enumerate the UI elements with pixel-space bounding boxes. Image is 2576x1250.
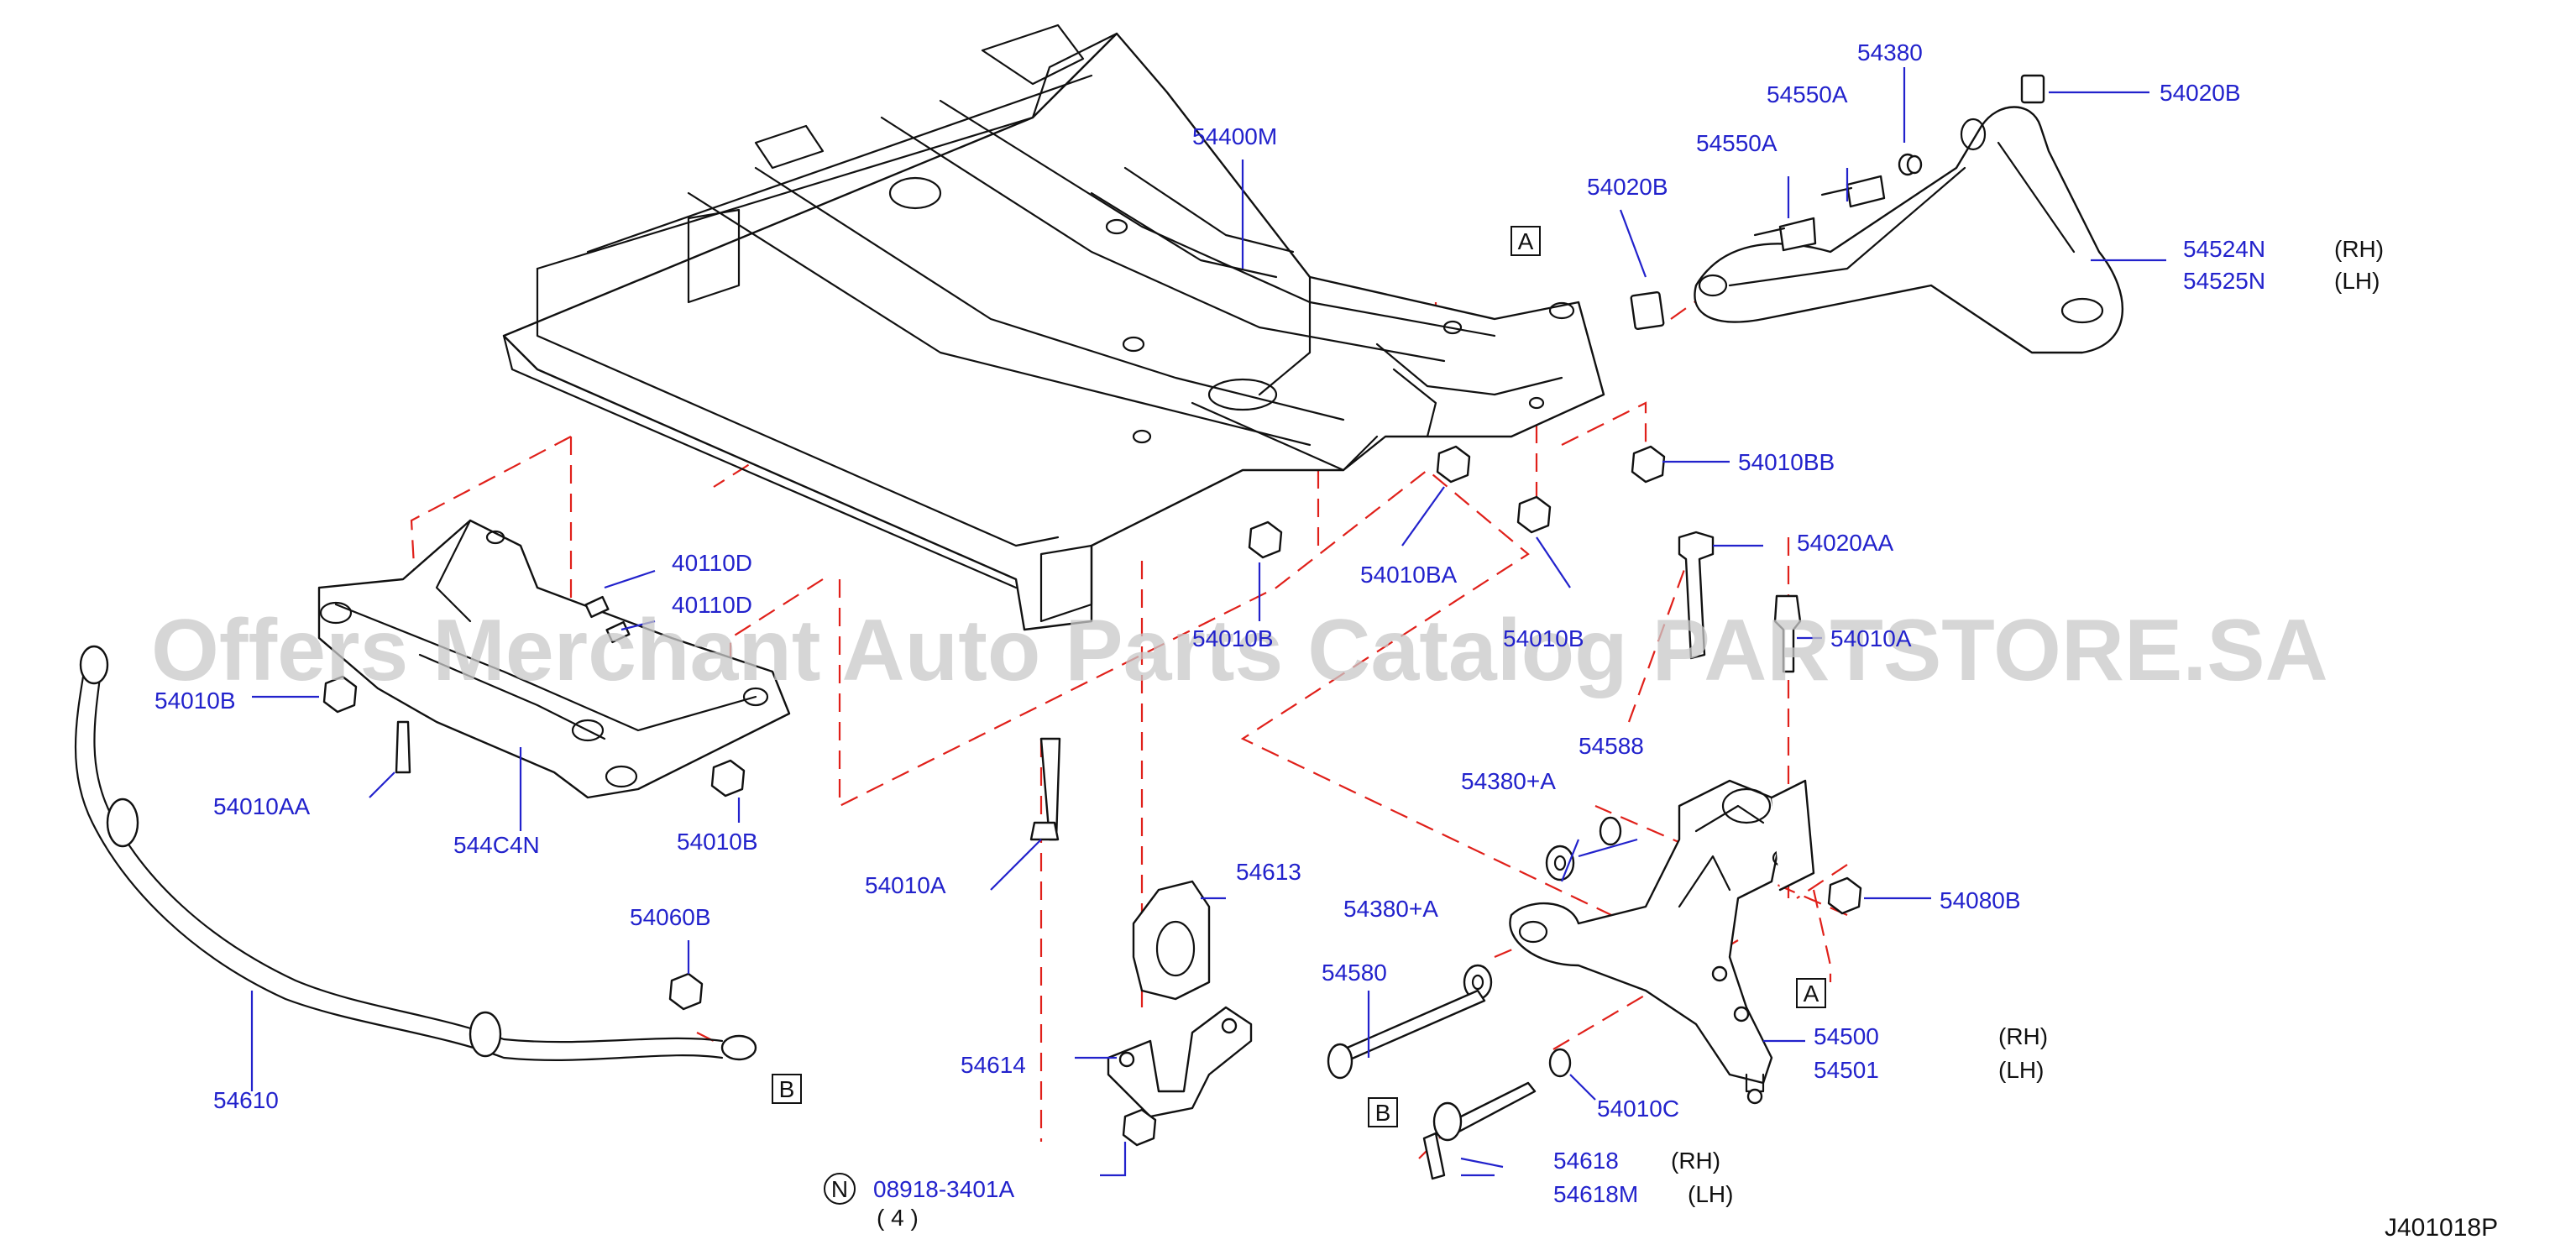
svg-text:A: A xyxy=(1804,981,1819,1007)
callout-54380a-2[interactable]: 54380+A xyxy=(1343,896,1438,922)
watermark-text: Offers Merchant Auto Parts Catalog PARTS… xyxy=(151,602,2328,699)
part-callouts: 54400M 54380 54020B 54550A 54550A 54020B… xyxy=(154,39,2384,1231)
side-label-upper-lh: (LH) xyxy=(2334,268,2380,294)
side-label-link-lh: (LH) xyxy=(1688,1181,1733,1207)
callout-544c4n[interactable]: 544C4N xyxy=(453,832,540,858)
callout-54588[interactable]: 54588 xyxy=(1579,733,1644,759)
crossmember-drawing xyxy=(317,519,791,799)
diagram-code: J401018P xyxy=(2385,1214,2498,1242)
callout-54400m[interactable]: 54400M xyxy=(1192,123,1277,149)
callout-54010bb[interactable]: 54010BB xyxy=(1738,449,1835,475)
callout-54501[interactable]: 54501 xyxy=(1814,1057,1879,1083)
callout-54010b-left[interactable]: 54010B xyxy=(154,688,236,714)
callout-54010c[interactable]: 54010C xyxy=(1597,1096,1679,1122)
quantity-label: ( 4 ) xyxy=(877,1205,919,1231)
bushing-clamp-drawing xyxy=(1107,880,1253,1118)
callout-54010aa[interactable]: 54010AA xyxy=(213,793,311,819)
upper-arm-drawing xyxy=(1630,74,2124,354)
side-label-lower-rh: (RH) xyxy=(1998,1023,2048,1049)
callout-54618m[interactable]: 54618M xyxy=(1553,1181,1638,1207)
callout-54380[interactable]: 54380 xyxy=(1857,39,1923,65)
side-label-link-rh: (RH) xyxy=(1671,1148,1720,1174)
ref-marker-b-right: B xyxy=(1368,1097,1398,1127)
callout-54524n[interactable]: 54524N xyxy=(2183,236,2265,262)
callout-40110d-2[interactable]: 40110D xyxy=(672,592,752,618)
svg-text:B: B xyxy=(779,1076,795,1102)
callout-54580[interactable]: 54580 xyxy=(1322,960,1387,986)
svg-text:A: A xyxy=(1518,228,1534,254)
leader-lines xyxy=(250,67,2166,1177)
svg-text:N: N xyxy=(831,1176,848,1202)
callout-54614[interactable]: 54614 xyxy=(961,1052,1026,1078)
callout-54080b[interactable]: 54080B xyxy=(1940,887,2021,913)
callout-54060b[interactable]: 54060B xyxy=(630,904,711,930)
lower-arm-drawing xyxy=(1509,779,1815,1105)
callout-54380a-1[interactable]: 54380+A xyxy=(1461,768,1556,794)
side-label-upper-rh: (RH) xyxy=(2334,236,2384,262)
ref-marker-b-left: B xyxy=(772,1074,802,1104)
callout-54020aa[interactable]: 54020AA xyxy=(1797,530,1894,556)
side-label-lower-lh: (LH) xyxy=(1998,1057,2044,1083)
callout-54613[interactable]: 54613 xyxy=(1236,859,1301,885)
callout-54550a-1[interactable]: 54550A xyxy=(1767,81,1848,107)
callout-54550a-2[interactable]: 54550A xyxy=(1696,130,1778,156)
callout-54010b-right[interactable]: 54010B xyxy=(1503,625,1584,651)
ref-marker-n: N xyxy=(824,1173,856,1205)
subframe-drawing xyxy=(502,24,1605,631)
callout-40110d-1[interactable]: 40110D xyxy=(672,550,752,576)
callout-08918-3401a[interactable]: 08918-3401A xyxy=(873,1176,1014,1202)
callout-54010ba[interactable]: 54010BA xyxy=(1360,562,1458,588)
callout-54610[interactable]: 54610 xyxy=(213,1087,279,1113)
callout-54500[interactable]: 54500 xyxy=(1814,1023,1879,1049)
callout-54010b-bottom[interactable]: 54010B xyxy=(677,829,758,855)
callout-54010a[interactable]: 54010A xyxy=(865,872,946,898)
callout-54010b-mid[interactable]: 54010B xyxy=(1192,625,1274,651)
callout-54010a-right[interactable]: 54010A xyxy=(1830,625,1912,651)
ref-marker-a-top: A xyxy=(1511,226,1541,256)
callout-54020b-left[interactable]: 54020B xyxy=(1587,174,1668,200)
ref-marker-a-bottom: A xyxy=(1796,978,1826,1008)
callout-54525n[interactable]: 54525N xyxy=(2183,268,2265,294)
hardware-drawing xyxy=(322,154,1923,1180)
callout-54618[interactable]: 54618 xyxy=(1553,1148,1619,1174)
stabilizer-drawing xyxy=(74,645,757,1061)
callout-54020b-top[interactable]: 54020B xyxy=(2160,80,2241,106)
svg-text:B: B xyxy=(1375,1100,1391,1126)
